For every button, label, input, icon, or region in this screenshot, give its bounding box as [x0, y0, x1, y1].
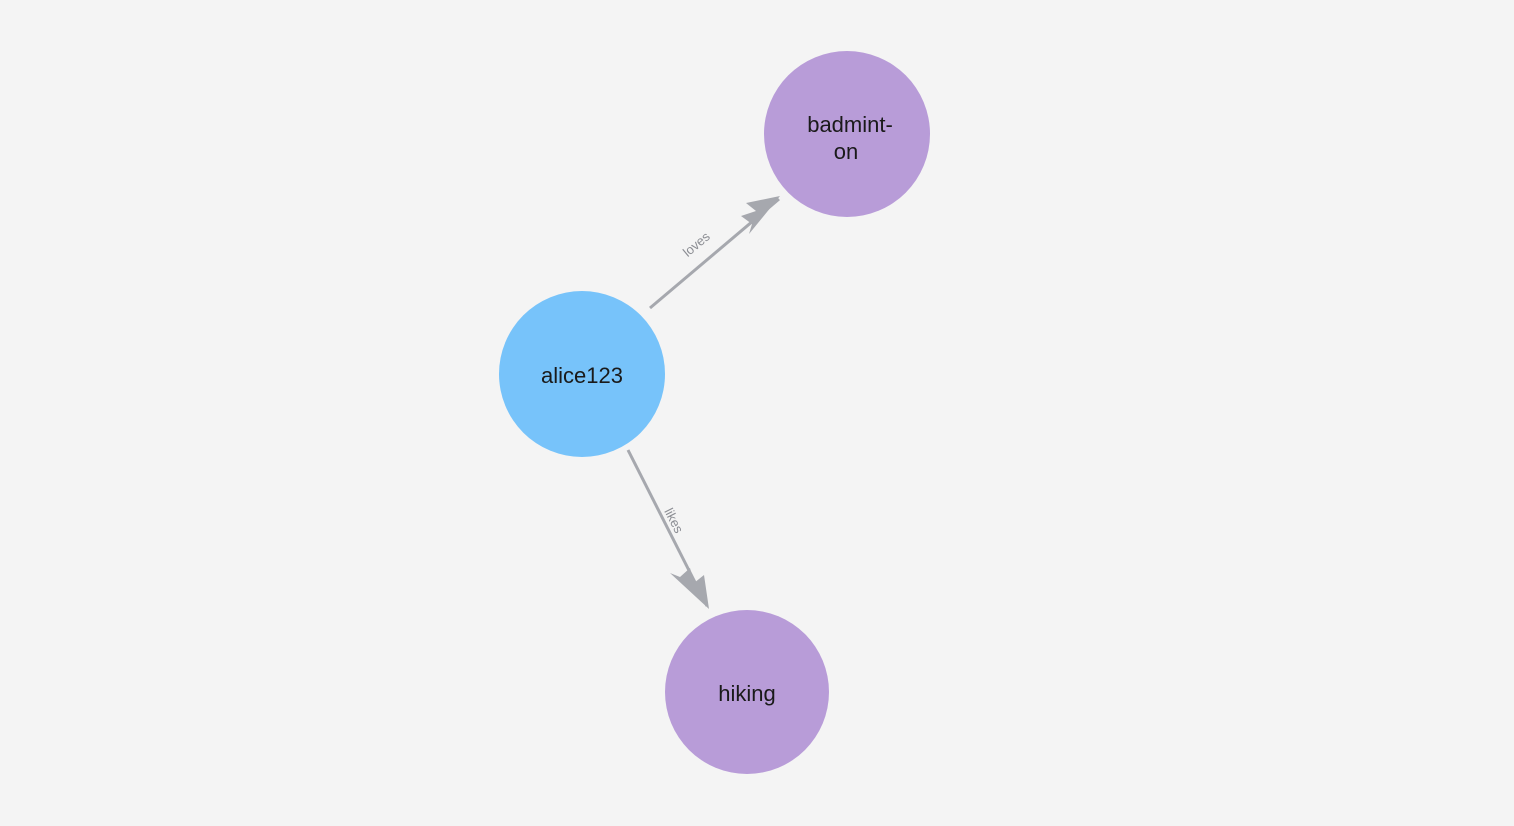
nodes-layer: alice123 badmint- on hiking	[499, 51, 930, 774]
edge-arrowhead-likes	[670, 568, 709, 609]
graph-node-hiking[interactable]: hiking	[665, 610, 829, 774]
node-circle-alice123[interactable]	[499, 291, 665, 457]
edge-alice123-likes-hiking[interactable]: likes	[626, 449, 709, 609]
graph-node-alice123[interactable]: alice123	[499, 291, 665, 457]
edge-line-likes[interactable]	[626, 449, 709, 607]
graph-node-badminton[interactable]: badmint- on	[764, 51, 930, 217]
edge-label-loves: loves	[680, 228, 713, 259]
edge-arrowhead-loves	[741, 196, 780, 234]
node-circle-hiking[interactable]	[665, 610, 829, 774]
edge-alice123-loves-badminton[interactable]: loves	[649, 196, 780, 310]
node-circle-badminton[interactable]	[764, 51, 930, 217]
